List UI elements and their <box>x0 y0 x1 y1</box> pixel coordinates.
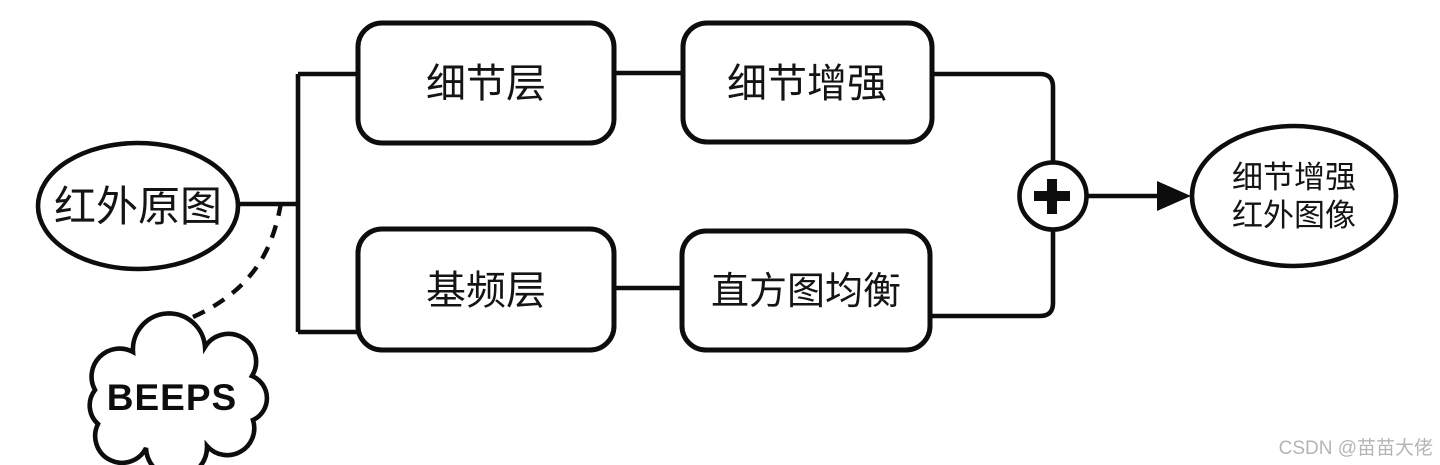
node-base-layer-label: 基频层 <box>426 268 546 313</box>
arrowhead-icon <box>1157 181 1191 211</box>
node-detail-enhance-box <box>680 20 935 145</box>
edge-detail-enhance-merge <box>932 71 1056 161</box>
node-histogram-eq-label: 直方图均衡 <box>711 271 901 313</box>
node-output-label-line2: 红外图像 <box>1232 198 1356 233</box>
edge-input-beeps-dashed <box>151 202 284 335</box>
node-output-ellipse <box>1189 123 1399 269</box>
node-detail-enhance-label: 细节增强 <box>727 61 887 106</box>
plus-icon <box>1034 179 1070 214</box>
node-input-label: 红外原图 <box>54 185 222 231</box>
node-histogram-eq-box <box>679 228 933 353</box>
node-input-ellipse <box>35 140 241 272</box>
node-base-layer-box <box>355 226 617 353</box>
node-output-label-line1: 细节增强 <box>1232 160 1356 195</box>
watermark-text: CSDN @苗苗大佬 <box>1279 437 1433 459</box>
node-beeps-label: BEEPS <box>107 377 237 418</box>
node-detail-layer-box <box>355 20 617 146</box>
node-beeps-cloud <box>87 311 270 465</box>
edge-histogram-eq-merge <box>930 231 1056 319</box>
node-detail-layer-label: 细节层 <box>426 61 546 106</box>
